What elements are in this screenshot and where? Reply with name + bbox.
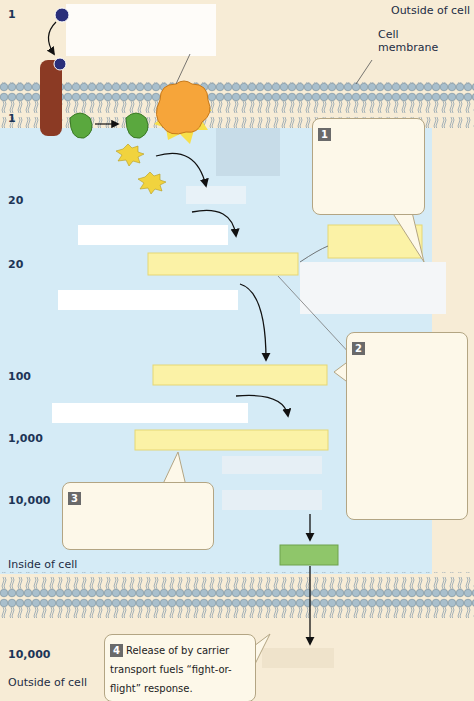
blank-box: [78, 225, 228, 245]
callout-number: 4: [110, 644, 123, 657]
region-label: Outside of cell: [380, 4, 470, 17]
blank-box: [216, 128, 280, 176]
arrow: [48, 22, 56, 54]
camp: [116, 144, 144, 166]
leader-line: [278, 276, 352, 356]
callout-box: 3: [62, 482, 214, 550]
arrow: [236, 395, 288, 416]
blank-box: [58, 290, 238, 310]
receptor: [40, 60, 62, 136]
callout-tail: [162, 452, 186, 486]
leader-line: [356, 60, 372, 84]
amplification-count: 20: [8, 258, 58, 271]
callout-number: 2: [352, 342, 365, 355]
callout-box: 4Release of by carrier transport fuels “…: [104, 634, 256, 701]
amplification-count: 1: [8, 112, 58, 125]
hormone: [54, 58, 66, 70]
adenylyl-cyclase: [156, 81, 210, 134]
callout-number: 1: [318, 128, 331, 141]
blank-box: [262, 648, 334, 668]
cell-membrane: [0, 572, 474, 618]
amplification-count: 1,000: [8, 432, 58, 445]
arrow: [95, 123, 118, 124]
callout-text: Release of by carrier transport fuels “f…: [110, 645, 232, 694]
blank-box: [186, 186, 246, 204]
callout-tail: [392, 212, 424, 262]
blank-box: [52, 403, 248, 423]
blank-box: [135, 430, 328, 450]
amplification-count: 10,000: [8, 648, 68, 661]
amplification-count: 20: [8, 194, 58, 207]
arrow: [240, 284, 266, 360]
arrow: [156, 153, 206, 186]
callout-box: 2: [346, 332, 468, 520]
arrow: [309, 514, 310, 540]
callout-number: 3: [68, 492, 81, 505]
blank-box: [300, 262, 446, 314]
blank-box: [280, 545, 338, 565]
blank-box: [222, 456, 322, 474]
hormone: [55, 8, 69, 22]
g-protein: [70, 113, 92, 138]
blank-box: [148, 253, 298, 275]
region-label: Outside of cell: [8, 676, 128, 689]
callout-tail: [254, 634, 270, 666]
camp: [138, 172, 166, 194]
arrow: [192, 210, 236, 236]
region-label: Inside of cell: [8, 558, 128, 571]
leader-line: [176, 54, 190, 84]
arrow: [309, 566, 310, 644]
blank-box: [222, 490, 322, 510]
amplification-count: 10,000: [8, 494, 60, 507]
amplification-count: 1: [8, 8, 58, 21]
structure-label: Cell membrane: [378, 28, 440, 54]
amplification-count: 100: [8, 370, 58, 383]
callout-box: 1: [312, 118, 425, 215]
leader-line: [300, 246, 328, 262]
blank-box: [66, 4, 216, 56]
g-protein: [126, 113, 148, 138]
blank-box: [153, 365, 327, 385]
